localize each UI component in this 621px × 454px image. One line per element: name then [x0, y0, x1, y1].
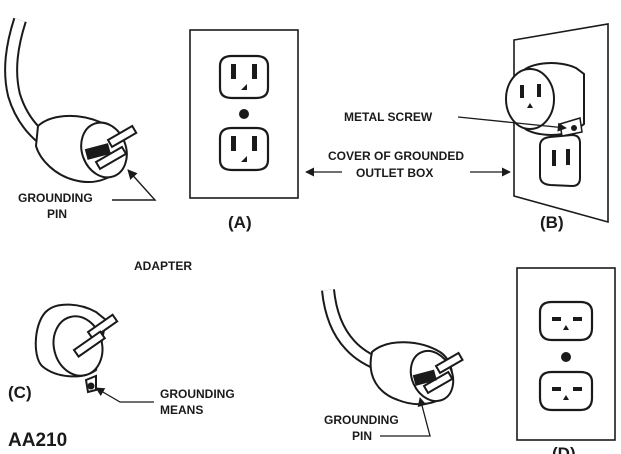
outlet-plate-a: [189, 29, 299, 199]
figure-code: AA210: [8, 430, 67, 451]
adapter-b: [505, 62, 585, 137]
grounding-pin-bottom-label-1: GROUNDING: [324, 413, 399, 427]
figure-label-c: (C): [8, 383, 32, 402]
grounding-pin-bottom-label-2: PIN: [352, 429, 372, 443]
grounding-pin-top-label-1: GROUNDING: [18, 191, 93, 205]
figure-label-b: (B): [540, 213, 564, 232]
receptacle-a-bottom: [218, 126, 270, 172]
receptacle-d-bottom: [538, 370, 594, 412]
outlet-plate-d: [516, 267, 616, 441]
grounded-plug-top-left: [4, 17, 138, 183]
adapter-label: ADAPTER: [134, 259, 192, 273]
figure-label-a: (A): [228, 213, 252, 232]
plate-screw-a: [239, 109, 249, 119]
adapter-c: [34, 303, 119, 394]
figure-label-d: (D): [552, 444, 576, 454]
grounding-pin-top-arrow: [112, 169, 157, 201]
grounding-pin-bottom-arrow: [380, 397, 431, 437]
grounding-pin-top-label-2: PIN: [47, 207, 67, 221]
grounding-means-arrow: [95, 387, 154, 403]
grounding-means-label-2: MEANS: [160, 403, 203, 417]
receptacle-a-top: [218, 54, 270, 100]
grounding-means-label-1: GROUNDING: [160, 387, 235, 401]
cover-label-2: OUTLET BOX: [356, 166, 433, 180]
plate-screw-d: [561, 352, 571, 362]
grounded-plug-bottom: [321, 289, 464, 406]
receptacle-d-top: [538, 300, 594, 342]
metal-screw-arrow: [457, 116, 567, 132]
cover-label-1: COVER OF GROUNDED: [328, 149, 464, 163]
metal-screw-label: METAL SCREW: [344, 110, 433, 124]
